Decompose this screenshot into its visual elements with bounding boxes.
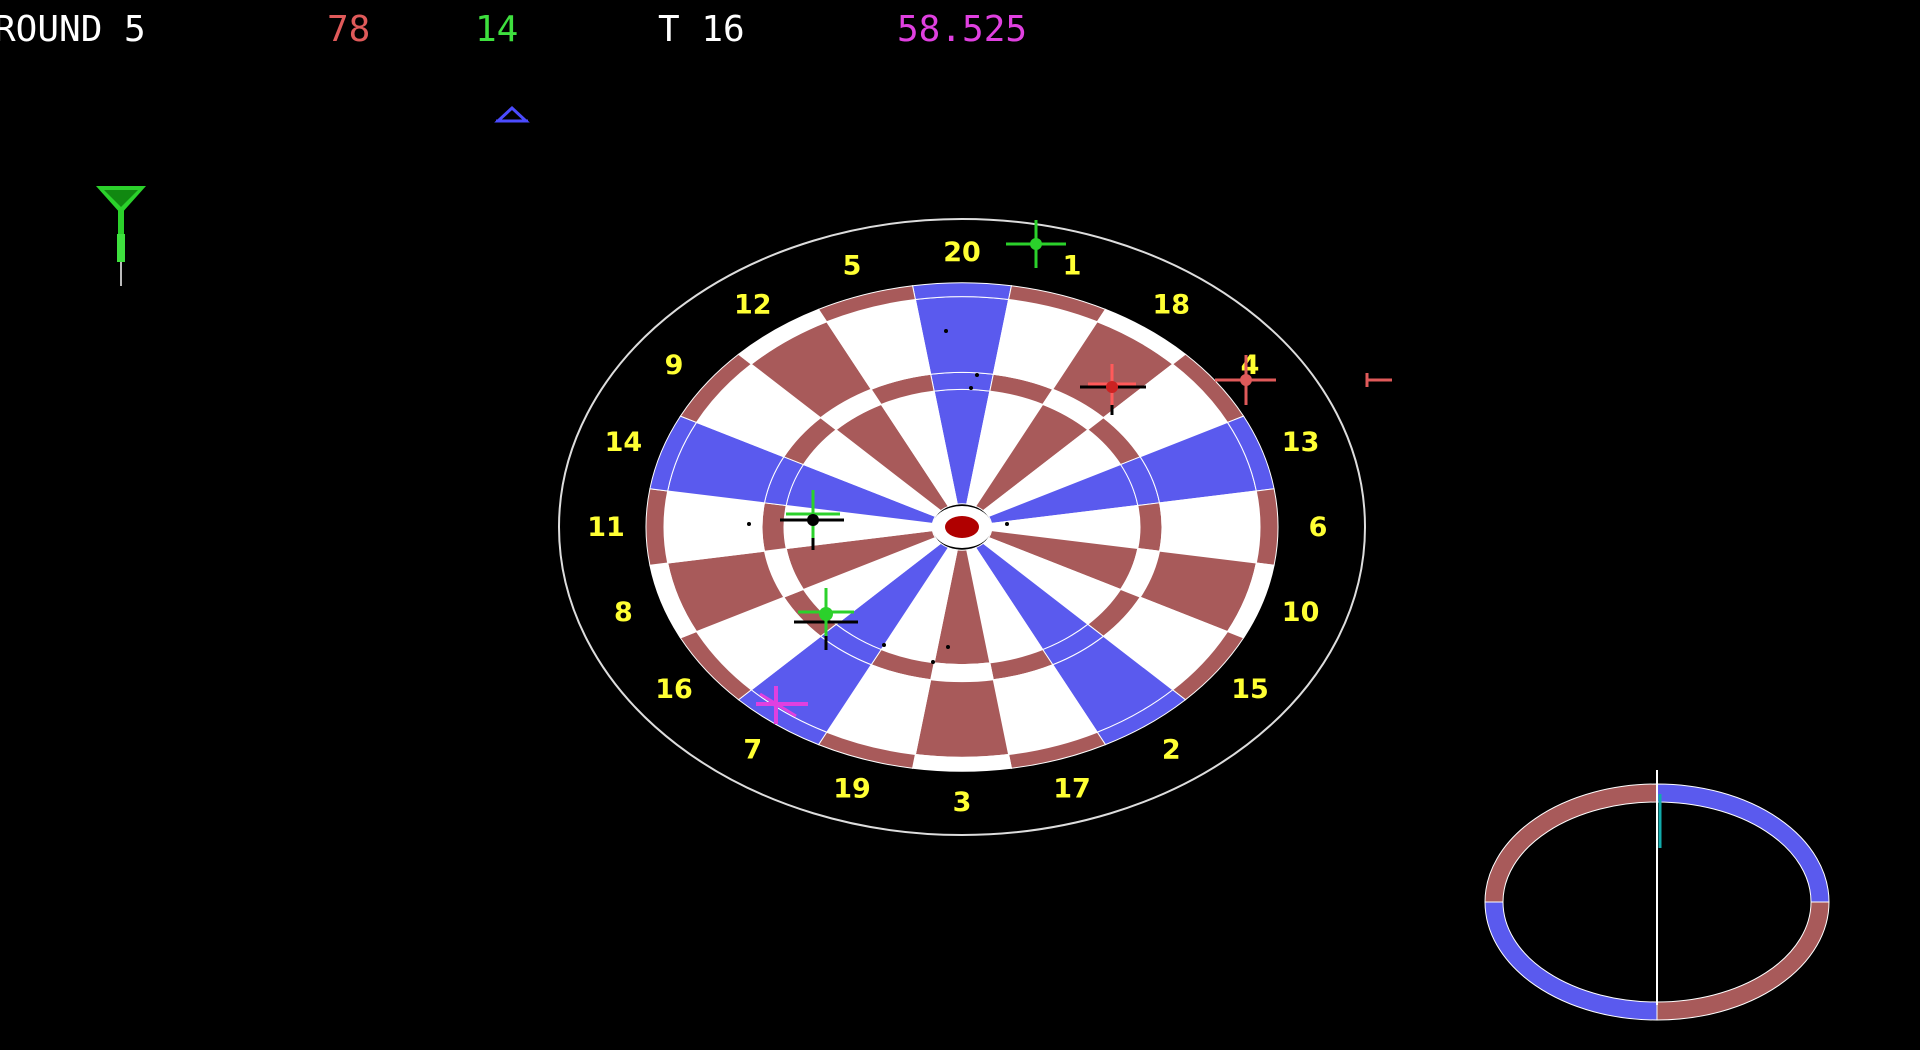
board-number-3: 3 <box>953 787 972 818</box>
board-number-16: 16 <box>655 674 693 705</box>
board-number-6: 6 <box>1309 512 1328 543</box>
board-segment-11-treble[interactable] <box>761 502 787 552</box>
board-segment-11-double[interactable] <box>645 488 669 566</box>
red-crosshair-marker <box>1215 355 1276 405</box>
triangle-marker-icon <box>494 105 530 123</box>
board-number-5: 5 <box>843 250 862 281</box>
board-number-7: 7 <box>743 735 762 766</box>
board-number-17: 17 <box>1053 774 1091 805</box>
board-number-19: 19 <box>833 774 871 805</box>
board-number-13: 13 <box>1282 427 1320 458</box>
board-segment-3-double[interactable] <box>911 753 1013 772</box>
bullseye <box>945 516 979 538</box>
target-label: T 16 <box>658 9 745 50</box>
gauge-ring-segment <box>1484 783 1658 903</box>
board-segment-5-double[interactable] <box>817 285 916 323</box>
board-segment-6-treble[interactable] <box>1137 502 1163 552</box>
board-segment-3-treble[interactable] <box>930 662 994 683</box>
timer-readout: 58.525 <box>897 9 1028 50</box>
board-segment-6-single[interactable] <box>1158 490 1261 564</box>
board-number-2: 2 <box>1162 735 1181 766</box>
gauge-ring-segment <box>1484 901 1658 1021</box>
gauge-ring-segment <box>1656 783 1830 903</box>
green-crosshair-marker <box>1006 220 1066 268</box>
board-segment-3-single[interactable] <box>914 679 1010 758</box>
board-number-14: 14 <box>605 427 643 458</box>
board-number-20: 20 <box>943 237 981 268</box>
board-number-12: 12 <box>734 289 772 320</box>
green-crosshair-marker <box>780 490 844 550</box>
board-number-18: 18 <box>1152 289 1190 320</box>
green-player-score: 14 <box>475 9 519 50</box>
board-outer-wire <box>558 218 1366 836</box>
board-segment-20-double[interactable] <box>911 282 1013 301</box>
board-number-9: 9 <box>665 350 684 381</box>
dart-holes <box>747 329 1009 664</box>
red-offboard-marker <box>1365 373 1392 387</box>
board-number-8: 8 <box>614 597 633 628</box>
board-segment-20-treble[interactable] <box>930 371 994 392</box>
red-crosshair-marker <box>1080 364 1146 415</box>
board-number-10: 10 <box>1282 597 1320 628</box>
board-number-15: 15 <box>1231 674 1269 705</box>
board-segment-11-single[interactable] <box>663 490 766 564</box>
green-crosshair-marker <box>794 588 858 650</box>
board-segment-20-single[interactable] <box>914 296 1010 375</box>
wind-gauge-icon <box>1484 770 1830 1021</box>
board-number-11: 11 <box>587 512 625 543</box>
board-segments <box>645 282 1279 772</box>
round-label: ROUND 5 <box>0 9 146 50</box>
board-segment-6-double[interactable] <box>1255 488 1279 566</box>
green-dart-icon[interactable] <box>96 186 146 286</box>
red-player-score: 78 <box>327 9 371 50</box>
aim-crosshair-icon[interactable] <box>756 686 808 724</box>
board-number-1: 1 <box>1063 250 1082 281</box>
gauge-ring-segment <box>1656 901 1830 1021</box>
